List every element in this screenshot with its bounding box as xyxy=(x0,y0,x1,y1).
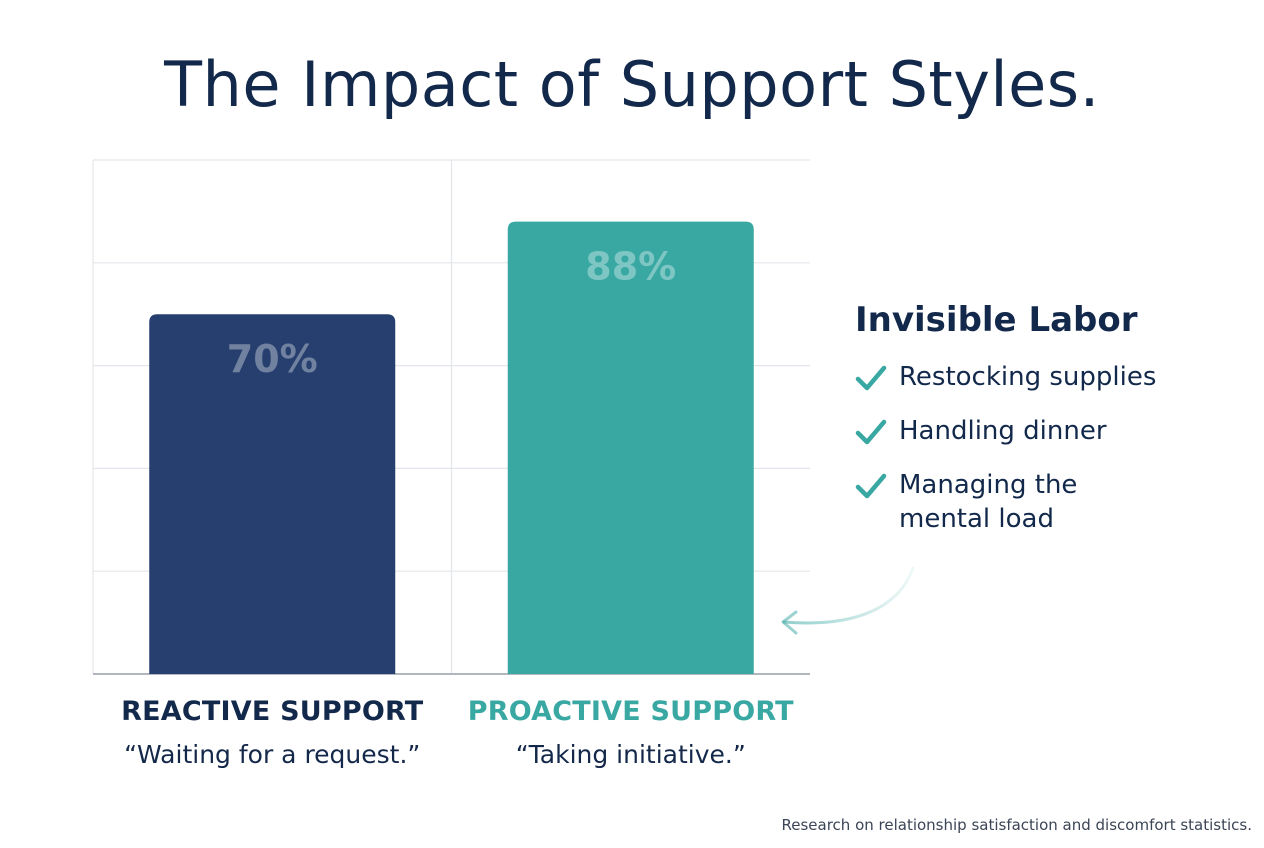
chart-title: The Impact of Support Styles. xyxy=(164,48,1100,121)
list-item-label: Managing the mental load xyxy=(899,470,1078,534)
bar-value-label: 88% xyxy=(585,245,676,289)
bar-0 xyxy=(149,314,396,674)
bar-value-label: 70% xyxy=(227,337,318,381)
panel-title: Invisible Labor xyxy=(855,300,1138,340)
list-item: Restocking supplies xyxy=(855,360,1255,394)
footnote: Research on relationship satisfaction an… xyxy=(781,816,1253,834)
chart-value-labels: 70% 88% xyxy=(227,245,676,382)
list-item: Handling dinner xyxy=(855,414,1255,448)
list-item: Managing the mental load xyxy=(855,468,1255,536)
invisible-labor-panel: Invisible Labor Restocking supplies Hand… xyxy=(855,300,1255,556)
check-icon xyxy=(855,419,887,445)
bar-1 xyxy=(507,221,754,674)
category-caption-proactive: “Taking initiative.” xyxy=(515,740,746,769)
curved-arrow-icon xyxy=(781,566,915,635)
list-item-label: Handling dinner xyxy=(899,416,1107,446)
category-caption-reactive: “Waiting for a request.” xyxy=(124,740,421,769)
list-item-label: Restocking supplies xyxy=(899,362,1157,392)
check-icon xyxy=(855,365,887,391)
check-icon xyxy=(855,473,887,499)
category-label-reactive: REACTIVE SUPPORT xyxy=(121,696,424,727)
bar-chart: 70% 88% xyxy=(92,159,810,675)
chart-bars xyxy=(149,221,754,674)
category-label-proactive: PROACTIVE SUPPORT xyxy=(467,696,794,727)
